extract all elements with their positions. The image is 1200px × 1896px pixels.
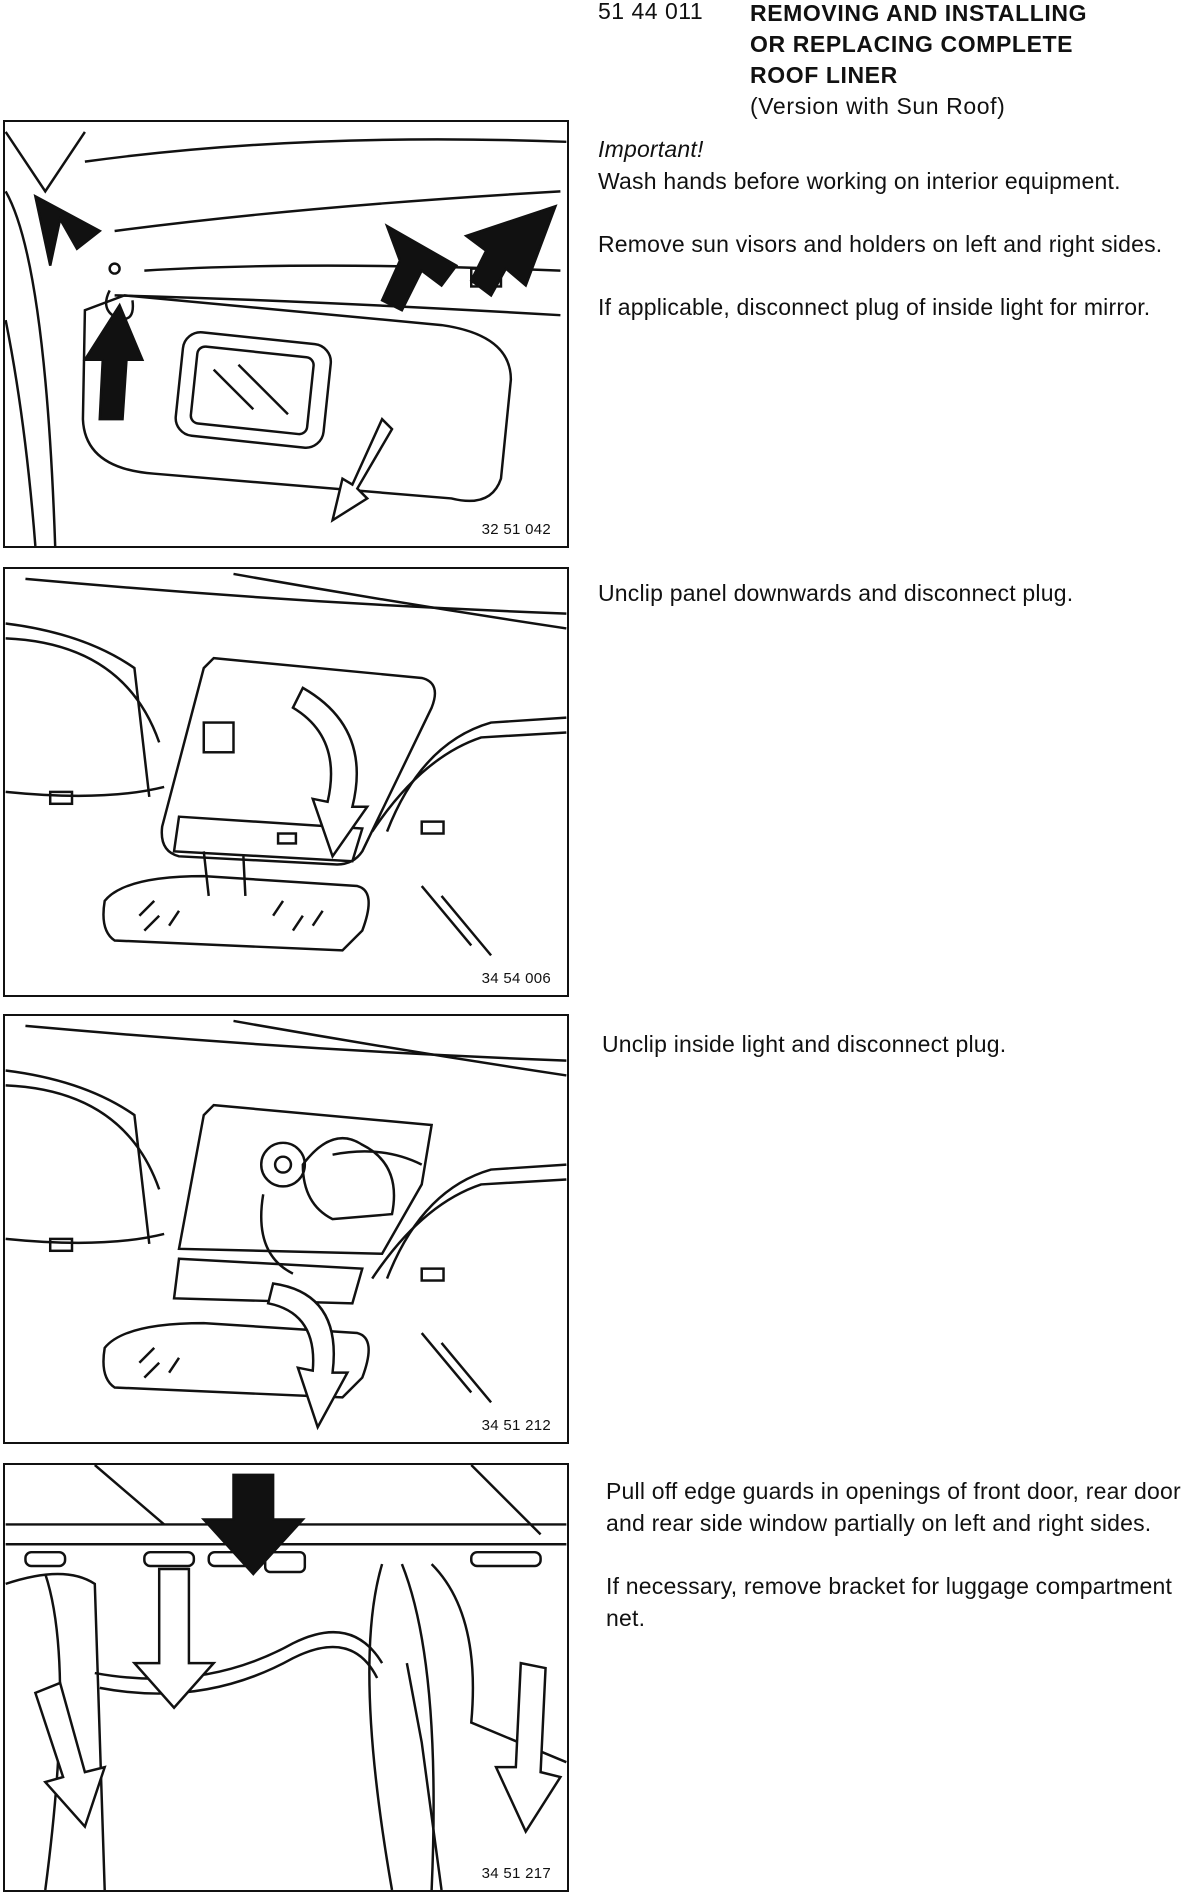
paragraph-disconnect-mirror-plug: If applicable, disconnect plug of inside… (598, 294, 1151, 320)
sun-visor-illustration (5, 131, 567, 546)
figure-ref: 34 54 006 (479, 970, 553, 987)
figure-ref: 32 51 042 (479, 521, 553, 538)
paragraph-pull-edge-guards: Pull off edge guards in openings of fron… (606, 1478, 1181, 1536)
figure-unclip-light: 34 51 212 (3, 1014, 569, 1444)
title-line-2: OR REPLACING COMPLETE (750, 31, 1074, 57)
paragraph-wash-hands: Wash hands before working on interior eq… (598, 168, 1121, 194)
paragraph-remove-bracket: If necessary, remove bracket for luggage… (606, 1573, 1173, 1631)
paragraph-unclip-light: Unclip inside light and disconnect plug. (602, 1031, 1007, 1057)
instructions-step-4: Pull off edge guards in openings of fron… (606, 1475, 1196, 1665)
instructions-step-3: Unclip inside light and disconnect plug. (602, 1028, 1192, 1091)
figure-unclip-panel: 34 54 006 (3, 567, 569, 997)
procedure-code: 51 44 011 (598, 0, 704, 24)
paragraph-unclip-panel: Unclip panel downwards and disconnect pl… (598, 580, 1074, 606)
important-label: Important! (598, 136, 704, 162)
figure-ref: 34 51 212 (479, 1417, 553, 1434)
instructions-step-2: Unclip panel downwards and disconnect pl… (598, 577, 1188, 640)
figure-sun-visor: 32 51 042 (3, 120, 569, 548)
inside-light-illustration (5, 1019, 567, 1431)
procedure-title: REMOVING AND INSTALLING OR REPLACING COM… (750, 0, 1170, 122)
procedure-subtitle: (Version with Sun Roof) (750, 93, 1006, 119)
panel-illustration (5, 572, 567, 957)
figure-ref: 34 51 217 (479, 1865, 553, 1882)
figure-edge-guards: 34 51 217 (3, 1463, 569, 1892)
edge-guards-illustration (5, 1465, 567, 1890)
title-line-1: REMOVING AND INSTALLING (750, 0, 1088, 26)
paragraph-remove-visors: Remove sun visors and holders on left an… (598, 231, 1163, 257)
title-line-3: ROOF LINER (750, 62, 898, 88)
instructions-step-1: Important! Wash hands before working on … (598, 133, 1188, 354)
